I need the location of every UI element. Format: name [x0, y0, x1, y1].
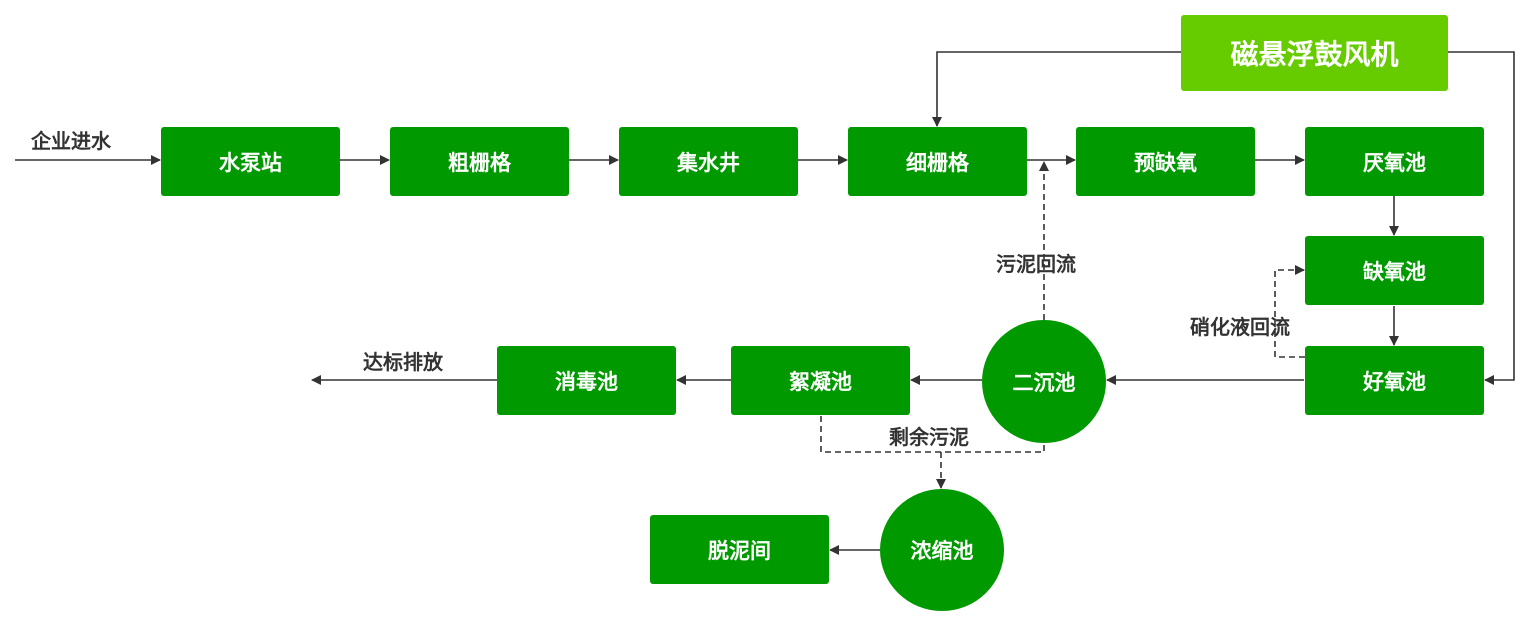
node-flocculation-tank: 絮凝池: [731, 346, 910, 415]
node-collection-well: 集水井: [619, 127, 798, 196]
label-excess-sludge: 剩余污泥: [889, 425, 969, 449]
node-pre-anoxic: 预缺氧: [1076, 127, 1255, 196]
node-anaerobic-tank: 厌氧池: [1305, 127, 1484, 196]
node-thickener: 浓缩池: [880, 489, 1004, 611]
label-sludge-return: 污泥回流: [996, 252, 1076, 276]
node-disinfection-tank: 消毒池: [497, 346, 676, 415]
node-pump-station: 水泵站: [161, 127, 340, 196]
node-secondary-clarifier: 二沉池: [982, 320, 1106, 443]
node-aerobic-tank: 好氧池: [1305, 346, 1484, 415]
label-discharge: 达标排放: [363, 350, 443, 374]
node-fine-screen: 细栅格: [848, 127, 1027, 196]
label-nitrified-return: 硝化液回流: [1190, 315, 1290, 339]
node-dewatering-room: 脱泥间: [650, 515, 829, 584]
air-line-to-aerobic: [1448, 51, 1515, 385]
nitrified-return-line: [1274, 265, 1305, 358]
label-influent: 企业进水: [31, 129, 111, 153]
node-anoxic-tank: 缺氧池: [1305, 236, 1484, 305]
node-coarse-screen: 粗栅格: [390, 127, 569, 196]
excess-sludge-line: [820, 416, 1045, 453]
node-maglev-blower: 磁悬浮鼓风机: [1181, 15, 1448, 91]
air-line-to-fine-screen: [932, 51, 1181, 127]
